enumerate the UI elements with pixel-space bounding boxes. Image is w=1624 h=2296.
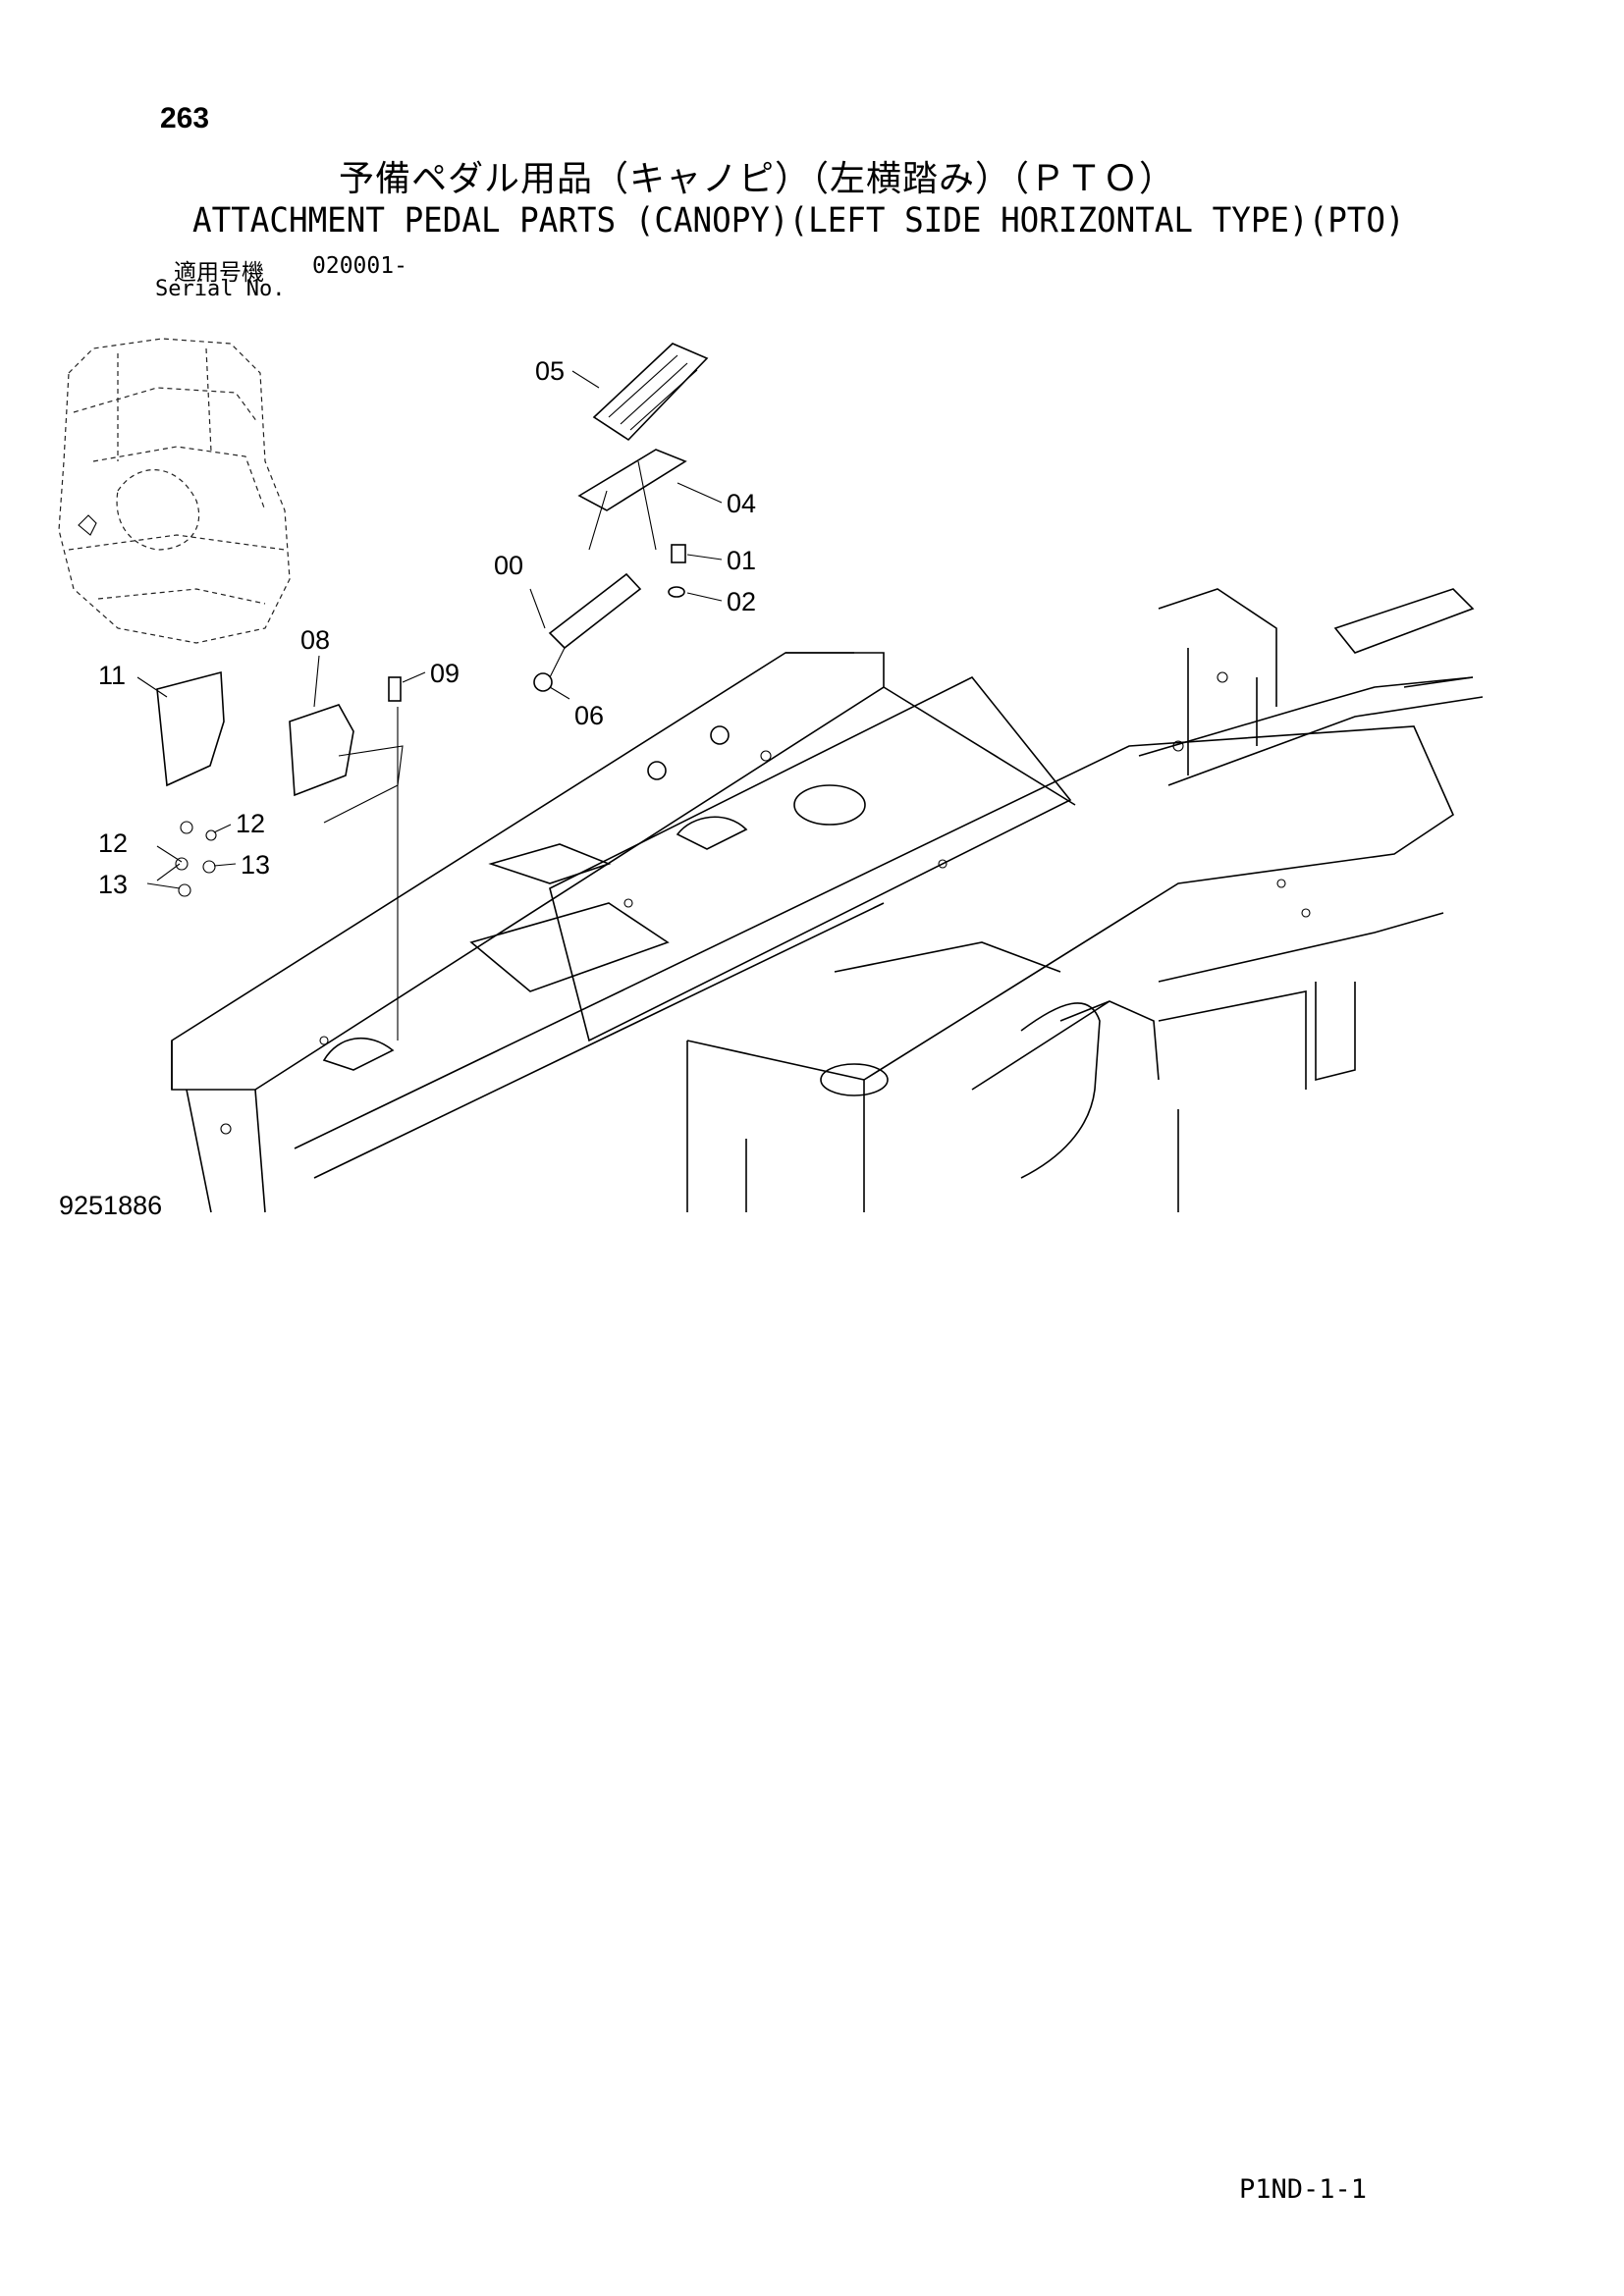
canopy-machine-sketch (58, 338, 291, 644)
serial-value: 020001- (312, 253, 407, 279)
callouts: 05 04 00 01 02 06 08 09 11 12 12 13 13 (98, 356, 756, 899)
title-english: ATTACHMENT PEDAL PARTS (CANOPY)(LEFT SID… (192, 201, 1405, 240)
title-japanese: 予備ペダル用品（キャノピ）（左横踏み）（ＰＴＯ） (339, 159, 1176, 199)
callout-04: 04 (727, 489, 756, 518)
callout-13b: 13 (98, 870, 128, 899)
pedal-assembly (156, 343, 709, 897)
callout-05: 05 (535, 356, 565, 386)
callout-08: 08 (300, 625, 330, 655)
callout-12a: 12 (236, 809, 265, 838)
illustration-number: 9251886 (59, 1191, 163, 1220)
callout-09: 09 (430, 659, 460, 688)
frame-chassis (171, 588, 1484, 1213)
callout-00: 00 (494, 551, 523, 580)
serial-label-japanese: 適用号機 (174, 260, 264, 286)
callout-11: 11 (98, 661, 126, 690)
callout-01: 01 (727, 546, 756, 575)
callout-02: 02 (727, 587, 756, 616)
callout-13a: 13 (241, 850, 270, 880)
serial-label-english: Serial No. (155, 277, 286, 301)
page-code: P1ND-1-1 (1239, 2174, 1368, 2205)
callout-06: 06 (574, 701, 604, 730)
parts-diagram: 05 04 00 01 02 06 08 09 11 12 12 13 13 (58, 338, 1484, 1213)
page-number: 263 (160, 102, 210, 134)
callout-12b: 12 (98, 828, 128, 858)
leader-lines (136, 370, 723, 1041)
